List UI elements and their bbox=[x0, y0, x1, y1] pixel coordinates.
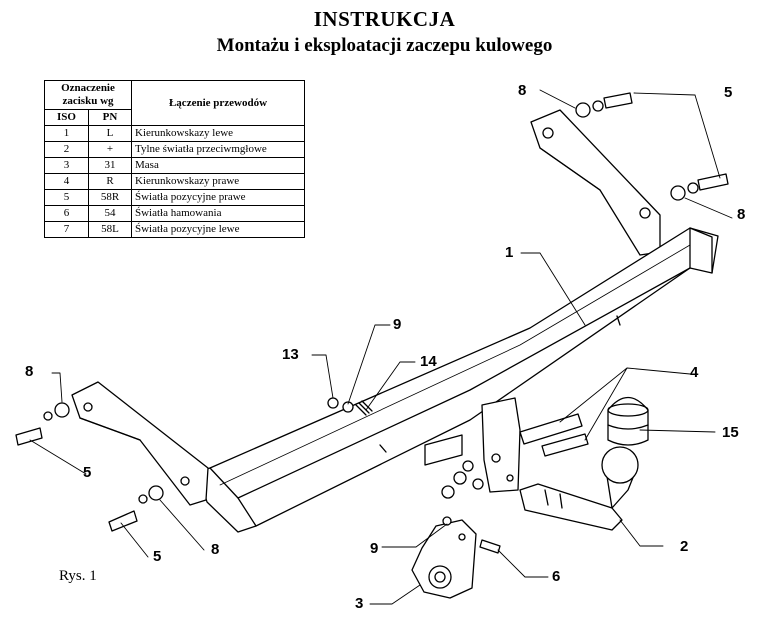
left-side-bracket bbox=[71, 381, 209, 506]
right-side-bracket bbox=[530, 109, 661, 256]
label-part-5-bottom: 5 bbox=[153, 548, 162, 565]
label-part-13: 13 bbox=[282, 346, 299, 363]
cell-pn: 58L bbox=[88, 221, 132, 238]
header-wire-connection: Łączenie przewodów bbox=[131, 80, 305, 126]
figure-caption: Rys. 1 bbox=[59, 568, 97, 584]
label-part-8-left: 8 bbox=[25, 363, 34, 380]
socket-screws bbox=[442, 516, 501, 554]
ball-cover bbox=[607, 396, 649, 446]
center-mount-plate bbox=[424, 397, 521, 493]
center-hardware bbox=[441, 460, 484, 499]
cell-iso: 7 bbox=[43, 221, 90, 238]
label-part-6: 6 bbox=[552, 568, 561, 585]
label-part-14: 14 bbox=[420, 353, 437, 370]
table-row: 3 31 Masa bbox=[43, 157, 305, 174]
document-subtitle: Montażu i eksploatacji zaczepu kulowego bbox=[216, 35, 553, 56]
left-bolts bbox=[15, 402, 164, 532]
label-part-3: 3 bbox=[355, 595, 364, 612]
label-part-8-right: 8 bbox=[737, 206, 746, 223]
header-pn: PN bbox=[88, 109, 132, 126]
label-part-2: 2 bbox=[680, 538, 689, 555]
label-part-8-top: 8 bbox=[518, 82, 527, 99]
tow-ball-neck bbox=[519, 446, 639, 531]
small-nut-set bbox=[327, 397, 373, 416]
header-iso: ISO bbox=[43, 109, 90, 126]
table-row: 7 58L Światła pozycyjne lewe bbox=[43, 221, 305, 238]
label-part-4: 4 bbox=[690, 364, 699, 381]
socket-plate bbox=[411, 519, 477, 599]
cell-desc: Światła pozycyjne lewe bbox=[131, 221, 305, 238]
label-part-9-bottom: 9 bbox=[370, 540, 379, 557]
label-part-8-bottom: 8 bbox=[211, 541, 220, 558]
label-part-5-top: 5 bbox=[724, 84, 733, 101]
table-row: 6 54 Światła hamowania bbox=[43, 205, 305, 222]
document-title: INSTRUKCJA bbox=[313, 7, 456, 31]
wiring-table: Oznaczenie zacisku wg Łączenie przewodów… bbox=[43, 80, 305, 238]
leader-lines bbox=[29, 89, 733, 605]
main-cross-beam bbox=[197, 227, 719, 533]
table-row: 1 L Kierunkowskazy lewe bbox=[43, 125, 305, 142]
table-row: 2 + Tylne światła przeciwmgłowe bbox=[43, 141, 305, 158]
label-part-5-left: 5 bbox=[83, 464, 92, 481]
label-part-15: 15 bbox=[722, 424, 739, 441]
top-bolts bbox=[575, 92, 729, 201]
cell-desc: Kierunkowskazy prawe bbox=[131, 173, 305, 190]
cell-desc: Światła hamowania bbox=[131, 205, 305, 222]
table-row: 4 R Kierunkowskazy prawe bbox=[43, 173, 305, 190]
ball-bolts bbox=[519, 413, 589, 457]
cell-desc: Masa bbox=[131, 157, 305, 174]
label-part-9-top: 9 bbox=[393, 316, 402, 333]
label-part-1: 1 bbox=[505, 244, 514, 261]
cell-desc: Kierunkowskazy lewe bbox=[131, 125, 305, 142]
table-row: 5 58R Światła pozycyjne prawe bbox=[43, 189, 305, 206]
